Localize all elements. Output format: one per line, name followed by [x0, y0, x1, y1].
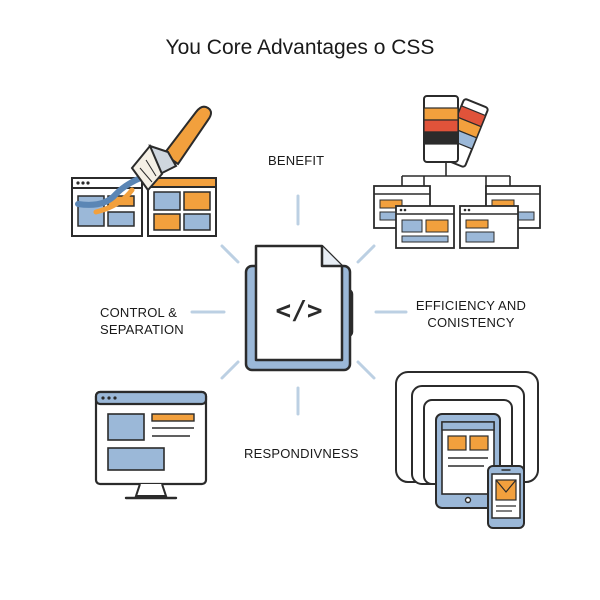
- spoke-bottom-right: [356, 360, 376, 380]
- center-code-text: </>: [276, 296, 323, 326]
- label-benefit: BENEFIT: [268, 153, 325, 168]
- label-control-separation: CONTROL & SEPARATION: [100, 304, 184, 338]
- responsive-devices-icon: [395, 371, 539, 529]
- radial-spokes: [190, 194, 408, 416]
- label-consistency-line2: CONISTENCY: [427, 315, 515, 330]
- spoke-top-left: [220, 244, 240, 264]
- paintbrush-styling-layout-icon: [71, 105, 217, 237]
- css-code-file-icon: </>: [244, 244, 354, 372]
- spoke-bottom-left: [220, 360, 240, 380]
- label-responsiveness: RESPONDIVNESS: [244, 446, 359, 461]
- diagram-title: You Core Advantages o CSS: [165, 36, 435, 59]
- label-efficiency-consistency: EFFICIENCY AND CONISTENCY: [412, 297, 530, 331]
- spoke-top-right: [356, 244, 376, 264]
- desktop-monitor-icon: [94, 390, 208, 500]
- label-control-line1: CONTROL &: [100, 305, 178, 320]
- label-efficiency-line1: EFFICIENCY AND: [415, 298, 527, 313]
- color-swatch-stylesheet-tree-icon: [373, 95, 541, 249]
- label-separation-line2: SEPARATION: [100, 322, 184, 337]
